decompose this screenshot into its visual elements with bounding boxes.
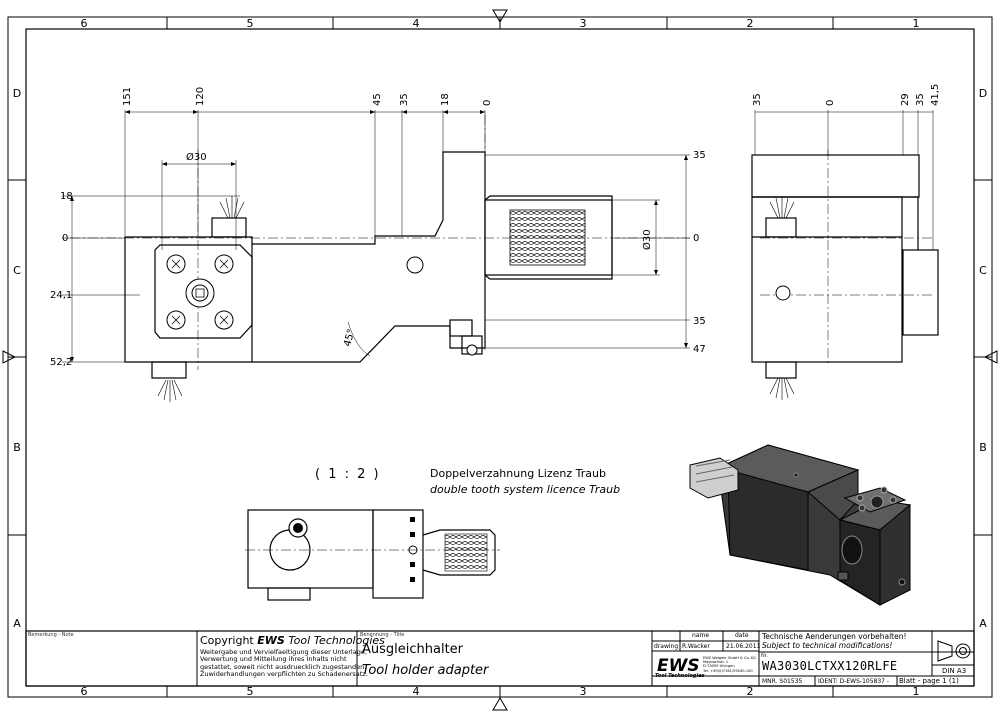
zone-row-labels: D C B A D C B A xyxy=(13,87,987,630)
dim-0-right: 0 xyxy=(693,233,699,244)
zone-row-left-4: A xyxy=(13,617,21,630)
company-line: Maybachstr. 1 xyxy=(703,660,729,665)
logo-sub: Tool Technologies xyxy=(655,673,705,679)
side-view: 35 0 29 35 41,5 xyxy=(751,84,941,400)
zone-column-labels: 6 5 4 3 2 1 6 5 4 3 2 1 xyxy=(81,17,920,698)
copyright-suffix: Tool Technologies xyxy=(284,634,385,647)
col-name-header: name xyxy=(692,632,710,639)
copyright-line: Weitergabe und Vervielfaeltigung dieser … xyxy=(200,648,367,656)
title-block-grid xyxy=(25,630,975,687)
side-dim-29: 29 xyxy=(900,93,911,106)
dim-35-top: 35 xyxy=(399,93,410,106)
zone-col-bottom-2: 5 xyxy=(247,685,254,698)
col-date-header: date xyxy=(735,632,749,639)
company-address: EWS Weigele GmbH & Co. KG Maybachstr. 1 … xyxy=(703,656,756,673)
dim-24-1: 24,1 xyxy=(50,290,72,301)
zone-col-top-4: 3 xyxy=(580,17,587,30)
zone-col-bottom-3: 4 xyxy=(413,685,420,698)
copyright-prefix: Copyright xyxy=(200,634,258,647)
zone-row-left-2: C xyxy=(13,264,21,277)
company-line: Tel. +49(0)7161/93040-100 xyxy=(703,668,753,673)
side-dim-41-5: 41,5 xyxy=(930,84,941,106)
dim-52-2: 52,2 xyxy=(50,357,72,368)
zone-row-right-2: C xyxy=(979,264,987,277)
part-number: WA3030LCTXX120RLFE xyxy=(762,659,898,673)
zone-col-top-3: 4 xyxy=(413,17,420,30)
title-german: Ausgleichhalter xyxy=(362,642,464,657)
zone-row-right-3: B xyxy=(979,441,987,454)
zone-row-right-1: D xyxy=(979,87,987,100)
dim-0-top: 0 xyxy=(482,100,493,106)
drawing-date: 21.06.2011 xyxy=(726,643,761,650)
copyright-brand: EWS xyxy=(257,634,285,647)
ews-logo: EWS xyxy=(656,656,700,676)
copyright-line: Verwertung und Mitteilung ihres Inhalts … xyxy=(200,655,347,664)
side-dim-35: 35 xyxy=(752,93,763,106)
zone-col-bottom-1: 6 xyxy=(81,685,88,698)
company-line: EWS Weigele GmbH & Co. KG xyxy=(703,656,757,660)
zone-col-top-1: 6 xyxy=(81,17,88,30)
dim-151: 151 xyxy=(122,87,133,106)
zone-col-bottom-5: 2 xyxy=(747,685,754,698)
company-line: D-73095 Uhingen xyxy=(703,664,735,669)
paper-format: DIN A3 xyxy=(942,667,967,675)
dim-35-right-bottom: 35 xyxy=(693,316,706,327)
zone-row-right-4: A xyxy=(979,617,987,630)
change-note-german: Technische Aenderungen vorbehalten! xyxy=(762,632,907,641)
note-german: Doppelverzahnung Lizenz Traub xyxy=(430,467,606,480)
dim-35-right-top: 35 xyxy=(693,150,706,161)
dim-47: 47 xyxy=(693,344,706,355)
dim-18-left: 18 xyxy=(60,191,73,202)
dim-0-left: 0 xyxy=(62,233,68,244)
dim-120: 120 xyxy=(195,87,206,106)
row-drawing-label: drawing xyxy=(654,643,679,650)
change-note-english: Subject to technical modifications! xyxy=(762,641,893,650)
title-label: Benennung - Title xyxy=(360,632,405,638)
title-english: Tool holder adapter xyxy=(362,663,489,678)
note-english: double tooth system licence Traub xyxy=(430,483,621,496)
ident: IDENT: D-EWS-105837 - xyxy=(818,678,890,685)
side-dim-0: 0 xyxy=(825,100,836,106)
isometric-view xyxy=(689,444,912,606)
sheet-border xyxy=(2,9,998,711)
scale-label: ( 1 : 2 ) xyxy=(315,467,381,482)
sheet-page: Blatt - page 1 (1) xyxy=(899,677,959,685)
dim-chamfer: 45° xyxy=(342,328,357,348)
copyright-title: Copyright EWS Tool Technologies xyxy=(200,634,385,647)
dim-18-top: 18 xyxy=(440,93,451,106)
dim-45: 45 xyxy=(372,93,383,106)
zone-col-top-6: 1 xyxy=(913,17,920,30)
dim-shank-dia: Ø30 xyxy=(641,229,653,250)
drawer-name: R.Wacker xyxy=(682,643,710,650)
top-view-scaled xyxy=(245,509,500,601)
copyright-body: Weitergabe und Vervielfaeltigung dieser … xyxy=(200,648,368,679)
dim-bore-dia: Ø30 xyxy=(186,151,207,163)
zone-row-left-3: B xyxy=(13,441,21,454)
zone-col-bottom-6: 1 xyxy=(913,685,920,698)
copyright-line: Zuwiderhandlungen verpflichten zu Schade… xyxy=(200,670,368,679)
zone-row-left-1: D xyxy=(13,87,21,100)
remark-label: Bemerkung - Note xyxy=(28,632,74,638)
front-view: 151 120 45 35 18 0 18 0 24,1 52,2 Ø30 35… xyxy=(50,87,706,402)
nr-label: Nr. xyxy=(761,653,768,659)
ews-logo-text: EWS xyxy=(657,656,700,676)
zone-col-bottom-4: 3 xyxy=(580,685,587,698)
copyright-line: gestattet, soweit nicht ausdruecklich zu… xyxy=(200,662,367,671)
side-dim-35b: 35 xyxy=(915,93,926,106)
zone-col-top-5: 2 xyxy=(747,17,754,30)
zone-col-top-2: 5 xyxy=(247,17,254,30)
mnr: MNR. S01535 xyxy=(762,678,803,685)
